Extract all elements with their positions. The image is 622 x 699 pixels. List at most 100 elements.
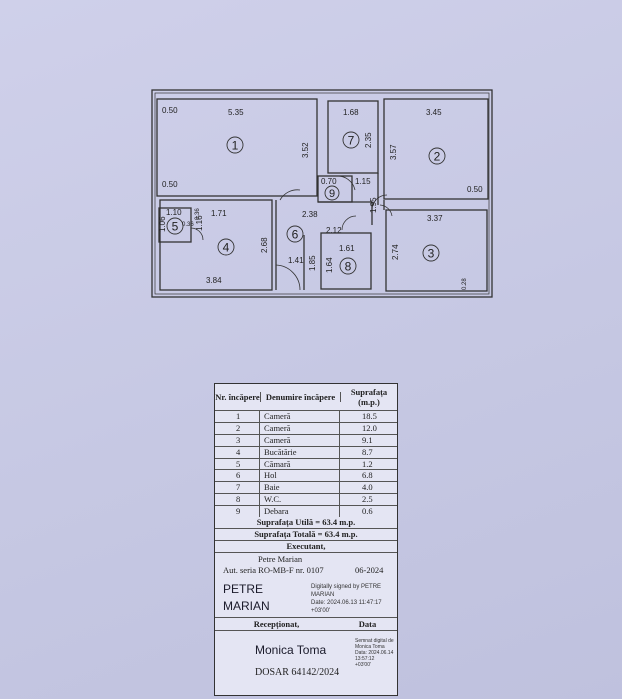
room-label-9: 9 <box>329 188 335 200</box>
receiver-name: Monica Toma <box>255 643 327 658</box>
header-nr: Nr. încăpere <box>215 392 261 402</box>
room-2-walls <box>383 98 489 200</box>
receptionat-label: Recepționat, <box>253 619 300 630</box>
dim-label: 0.36 <box>195 208 201 220</box>
outer-wall <box>151 89 493 298</box>
dim-label: 0.50 <box>162 106 178 115</box>
cell-area: 18.5 <box>362 411 377 421</box>
dim-label: 0.36 <box>182 222 194 228</box>
executant-name: Petre Marian <box>258 554 303 565</box>
cell-area: 0.6 <box>362 506 373 517</box>
room-label-3: 3 <box>428 247 435 261</box>
dim-label: 2.68 <box>260 237 269 253</box>
dim-label: 2.12 <box>326 226 342 235</box>
dim-label: 1.41 <box>288 256 304 265</box>
room-label-2: 2 <box>434 150 441 164</box>
cell-nr: 4 <box>215 446 260 458</box>
cell-nr: 5 <box>215 458 260 470</box>
cell-area: 1.2 <box>362 458 373 469</box>
cell-name: Cameră <box>260 422 340 434</box>
receptionat-block: Monica Toma Semnat digital de Monica Tom… <box>215 631 397 695</box>
table-header: Nr. încăpere Denumire încăpere Suprafața… <box>215 384 397 411</box>
receiver-note: Semnat digital de Monica Toma Data: 2024… <box>355 638 394 669</box>
cell-name: W.C. <box>260 494 340 506</box>
dim-label: 1.15 <box>355 177 371 186</box>
executant-block: Petre Marian Aut. seria RO-MB-F nr. 0107… <box>215 553 397 619</box>
executant-label: Executant, <box>215 541 397 554</box>
dosar-number: DOSAR 64142/2024 <box>255 667 340 679</box>
dim-label: 0.50 <box>467 185 483 194</box>
room-5-walls <box>158 207 192 243</box>
cell-nr: 9 <box>215 506 260 518</box>
dim-label: 1.64 <box>325 257 334 273</box>
area-table: Nr. încăpere Denumire încăpere Suprafața… <box>214 383 398 697</box>
executant-date: 06-2024 <box>355 565 384 576</box>
dim-label: 3.45 <box>426 108 442 117</box>
room-label-6: 6 <box>292 228 299 242</box>
dim-label: 1.61 <box>339 244 355 253</box>
dim-label: 0.50 <box>162 180 178 189</box>
cell-area: 6.8 <box>362 470 373 481</box>
total-totala: Suprafața Totală = 63.4 m.p. <box>215 529 397 542</box>
dim-label: 0.70 <box>321 177 337 186</box>
dim-label: 1.06 <box>158 216 167 232</box>
room-label-8: 8 <box>345 260 352 274</box>
dim-label: 1.10 <box>166 208 182 217</box>
dim-label: 3.37 <box>427 214 443 223</box>
dim-label: 0.28 <box>462 278 468 290</box>
dim-label: 2.35 <box>364 132 373 148</box>
dim-label: 5.35 <box>228 108 244 117</box>
dim-label: 3.57 <box>389 144 398 160</box>
dim-label: 1.85 <box>308 255 317 271</box>
total-util: Suprafața Utilă = 63.4 m.p. <box>215 517 397 530</box>
room-label-7: 7 <box>348 134 355 148</box>
cell-nr: 8 <box>215 494 260 506</box>
room-3-walls <box>385 209 488 292</box>
cell-nr: 6 <box>215 470 260 482</box>
cell-area: 2.5 <box>362 494 373 505</box>
dim-label: 1.95 <box>369 197 378 213</box>
cell-area: 9.1 <box>362 434 373 445</box>
room-label-4: 4 <box>223 241 230 255</box>
room-8-walls <box>320 232 372 290</box>
cell-nr: 7 <box>215 482 260 494</box>
dim-label: 3.52 <box>301 142 310 158</box>
cell-area: 4.0 <box>362 482 373 493</box>
cell-name: Debara <box>260 506 340 518</box>
dim-label: 1.71 <box>211 209 227 218</box>
room-1-walls <box>156 98 318 197</box>
cell-nr: 3 <box>215 434 260 446</box>
signature-name: PETRE MARIAN <box>223 582 270 614</box>
signature-note: Digitally signed by PETRE MARIAN Date: 2… <box>311 584 382 615</box>
cell-name: Baie <box>260 482 340 494</box>
cell-nr: 1 <box>215 411 260 422</box>
cell-name: Cameră <box>260 411 340 422</box>
room-7-walls <box>327 100 379 174</box>
dim-label: 1.16 <box>195 215 204 231</box>
authorization: Aut. seria RO-MB-F nr. 0107 <box>223 565 324 576</box>
cell-name: Bucătărie <box>260 446 340 458</box>
cell-area: 12.0 <box>362 422 377 433</box>
dim-label: 3.84 <box>206 276 222 285</box>
cell-name: Cameră <box>260 434 340 446</box>
dim-label: 2.74 <box>391 244 400 260</box>
cell-area: 8.7 <box>362 446 373 457</box>
cell-name: Hol <box>260 470 340 482</box>
cell-nr: 2 <box>215 422 260 434</box>
room-label-5: 5 <box>172 220 179 234</box>
dim-label: 1.68 <box>343 108 359 117</box>
receptionat-header: Recepționat, Data <box>215 618 397 632</box>
header-name: Denumire încăpere <box>261 392 341 402</box>
cell-name: Cămară <box>260 458 340 470</box>
room-4-walls <box>159 199 273 291</box>
